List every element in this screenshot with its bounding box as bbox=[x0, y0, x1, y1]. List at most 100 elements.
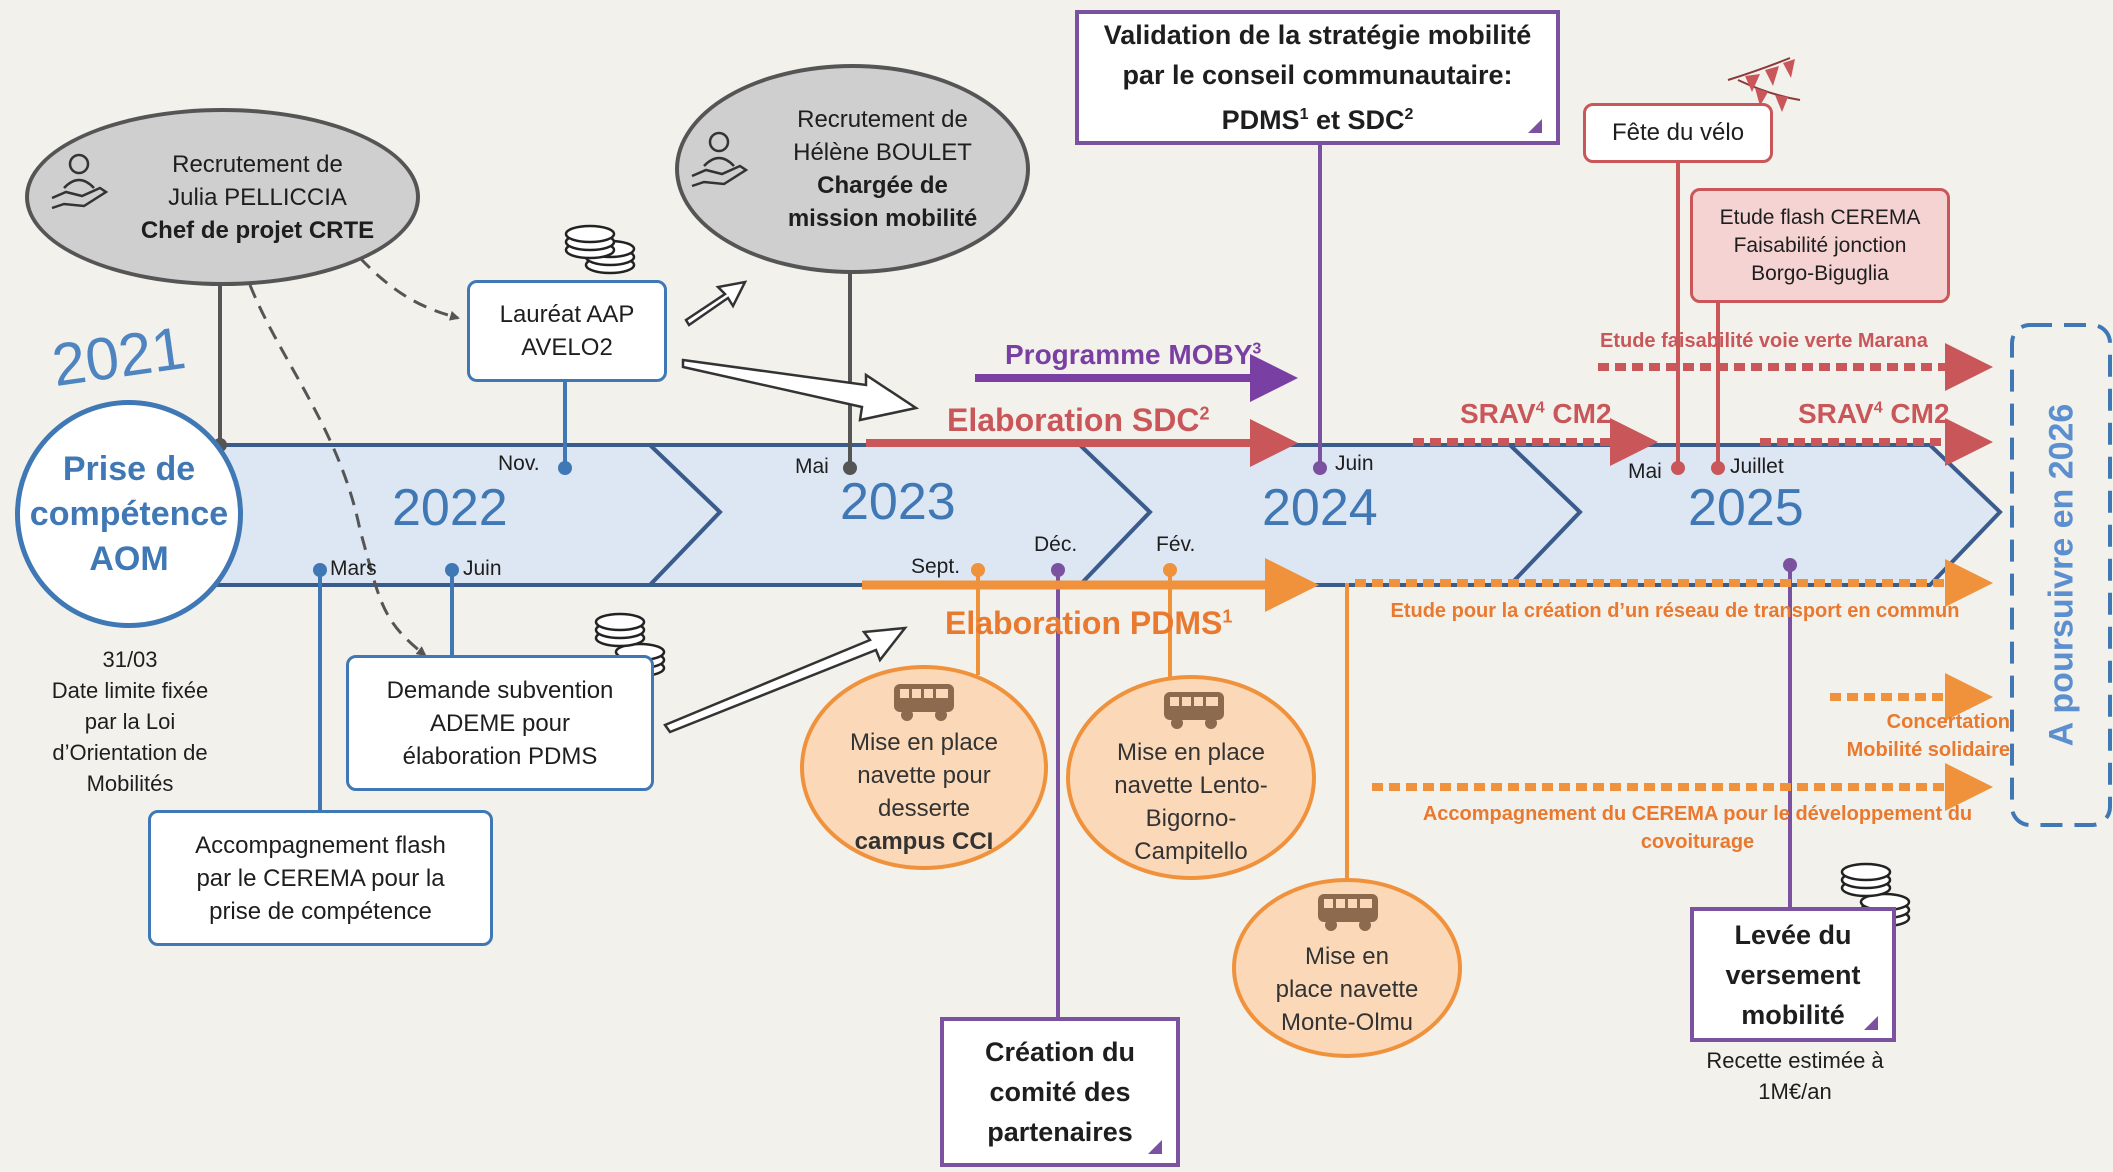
srav1-a: SRAV bbox=[1460, 398, 1536, 429]
covoiturage-label: Accompagnement du CEREMA pour le dévelop… bbox=[1385, 800, 2010, 856]
page-curl-icon bbox=[1864, 1016, 1878, 1030]
srav-label-2: SRAV4 CM2 bbox=[1798, 398, 1950, 430]
laureat-l1: Lauréat AAP bbox=[499, 301, 635, 328]
bus-icon bbox=[1318, 894, 1378, 931]
elaboration-pdms-label: Elaboration PDMS1 bbox=[945, 605, 1232, 642]
recruit-helene-l4: mission mobilité bbox=[787, 205, 978, 232]
navette-cci-circle: Mise en place navette pour desserte camp… bbox=[800, 665, 1048, 870]
validation-l2: par le conseil communautaire: bbox=[1122, 60, 1513, 90]
validation-box: Validation de la stratégie mobilité par … bbox=[1075, 10, 1560, 145]
ademe-l2: ADEME pour bbox=[429, 709, 571, 737]
recruitment-helene: Recrutement de Hélène BOULET Chargée de … bbox=[675, 64, 1030, 274]
navette-lento-l3: Bigorno- bbox=[1145, 804, 1237, 832]
validation-l1: Validation de la stratégie mobilité bbox=[1103, 20, 1532, 50]
month-mai-2025: Mai bbox=[1628, 460, 1662, 483]
concertation-l1: Concertation bbox=[1886, 711, 2010, 733]
fete-velo-box: Fête du vélo bbox=[1583, 103, 1773, 163]
navette-cci-l1: Mise en place bbox=[849, 728, 999, 756]
ademe-box: Demande subvention ADEME pour élaboratio… bbox=[346, 655, 654, 791]
covoiturage-l1: Accompagnement du CEREMA pour le dévelop… bbox=[1422, 803, 1973, 825]
aom-note-l2: Date limite fixée bbox=[51, 678, 209, 703]
navette-monte-circle: Mise en place navette Monte-Olmu bbox=[1232, 878, 1462, 1058]
page-curl-icon bbox=[1148, 1140, 1162, 1154]
navette-cci-l4: campus CCI bbox=[854, 827, 994, 855]
cerema-flash-box: Accompagnement flash par le CEREMA pour … bbox=[148, 810, 493, 946]
page-curl-icon bbox=[1528, 119, 1542, 133]
aom-note-l1: 31/03 bbox=[102, 647, 158, 672]
etude-flash-box: Etude flash CEREMA Faisabilité jonction … bbox=[1690, 188, 1950, 303]
comite-l3: partenaires bbox=[987, 1117, 1133, 1147]
versement-l2: versement bbox=[1725, 959, 1861, 990]
reseau-label: Etude pour la création d’un réseau de tr… bbox=[1390, 600, 1960, 622]
a-poursuivre-frame bbox=[2010, 323, 2112, 827]
comite-l1: Création du bbox=[984, 1037, 1135, 1067]
versement-box: Levée du versement mobilité bbox=[1690, 907, 1896, 1042]
etude-flash-l1: Etude flash CEREMA bbox=[1719, 205, 1921, 229]
aom-note: 31/03 Date limite fixée par la Loi d’Ori… bbox=[30, 644, 230, 799]
validation-pdms: PDMS bbox=[1221, 105, 1300, 135]
aom-line1: Prise de bbox=[62, 449, 196, 488]
month-mars-2022: Mars bbox=[330, 557, 377, 580]
voie-verte-label: Etude faisabilité voie verte Marana bbox=[1600, 330, 1928, 352]
timeline-band bbox=[178, 443, 2003, 587]
concertation-l2: Mobilité solidaire bbox=[1846, 739, 2010, 761]
programme-moby-sup: 3 bbox=[1252, 340, 1262, 358]
recruit-helene-l2: Hélène BOULET bbox=[793, 139, 972, 166]
elaboration-pdms-text: Elaboration PDMS bbox=[945, 605, 1223, 641]
aom-line3: AOM bbox=[89, 539, 169, 578]
year-2024: 2024 bbox=[1262, 479, 1378, 537]
covoiturage-l2: covoiturage bbox=[1640, 831, 1755, 853]
ademe-l3: élaboration PDMS bbox=[402, 742, 598, 770]
bunting-icon bbox=[1727, 57, 1801, 112]
month-nov: Nov. bbox=[498, 452, 540, 475]
elaboration-sdc-text: Elaboration SDC bbox=[947, 402, 1200, 438]
versement-l3: mobilité bbox=[1741, 999, 1845, 1030]
aom-line2: compétence bbox=[29, 494, 229, 533]
validation-sdc: et SDC bbox=[1308, 105, 1405, 135]
navette-monte-l3: Monte-Olmu bbox=[1280, 1008, 1414, 1036]
person-hand-icon bbox=[51, 153, 109, 210]
laureat-aap-box: Lauréat AAP AVELO2 bbox=[467, 280, 667, 382]
validation-sup1: 1 bbox=[1299, 106, 1309, 123]
navette-lento-l1: Mise en place bbox=[1116, 738, 1266, 766]
validation-l3: PDMS1 et SDC2 bbox=[1222, 95, 1414, 140]
recruit-julia-l2: Julia PELLICCIA bbox=[168, 183, 347, 211]
aom-note-l5: Mobilités bbox=[86, 771, 174, 796]
navette-lento-l2: navette Lento- bbox=[1114, 771, 1268, 799]
navette-monte-l2: place navette bbox=[1275, 975, 1419, 1003]
month-dec-2023: Déc. bbox=[1034, 533, 1078, 556]
aom-note-l4: d’Orientation de bbox=[52, 740, 208, 765]
bus-icon bbox=[894, 684, 954, 721]
month-mai-2023: Mai bbox=[795, 455, 829, 478]
person-hand-icon bbox=[691, 131, 749, 188]
validation-sup2: 2 bbox=[1404, 106, 1414, 123]
bus-icon bbox=[1164, 692, 1224, 729]
recette-l2: 1M€/an bbox=[1758, 1079, 1832, 1104]
month-juillet-2025: Juillet bbox=[1730, 455, 1784, 478]
aom-note-l3: par la Loi bbox=[84, 709, 176, 734]
srav2-sup: 4 bbox=[1873, 399, 1883, 417]
programme-moby-label: Programme MOBY3 bbox=[1005, 339, 1261, 371]
srav1-sup: 4 bbox=[1535, 399, 1545, 417]
srav1-b: CM2 bbox=[1544, 398, 1612, 429]
recruitment-julia: Recrutement de Julia PELLICCIA Chef de p… bbox=[25, 108, 420, 286]
month-sept-2023: Sept. bbox=[911, 555, 961, 578]
recette-note: Recette estimée à 1M€/an bbox=[1680, 1045, 1910, 1107]
recette-l1: Recette estimée à bbox=[1706, 1048, 1884, 1073]
cerema-flash-l1: Accompagnement flash bbox=[195, 831, 446, 859]
month-juin-2022: Juin bbox=[463, 557, 502, 580]
year-2025: 2025 bbox=[1688, 479, 1804, 537]
etude-flash-l2: Faisabilité jonction bbox=[1733, 233, 1907, 257]
month-juin-2024: Juin bbox=[1335, 452, 1374, 475]
srav-label-1: SRAV4 CM2 bbox=[1460, 398, 1612, 430]
comite-l2: comité des bbox=[989, 1077, 1131, 1107]
ademe-l1: Demande subvention bbox=[386, 676, 614, 704]
coins-icon bbox=[564, 224, 636, 275]
versement-l1: Levée du bbox=[1734, 919, 1852, 950]
navette-lento-l4: Campitello bbox=[1134, 837, 1248, 865]
year-2022: 2022 bbox=[392, 479, 508, 537]
month-fev-2024: Fév. bbox=[1156, 533, 1196, 556]
concertation-label: Concertation Mobilité solidaire bbox=[1820, 708, 2010, 764]
navette-cci-l3: desserte bbox=[877, 794, 971, 822]
